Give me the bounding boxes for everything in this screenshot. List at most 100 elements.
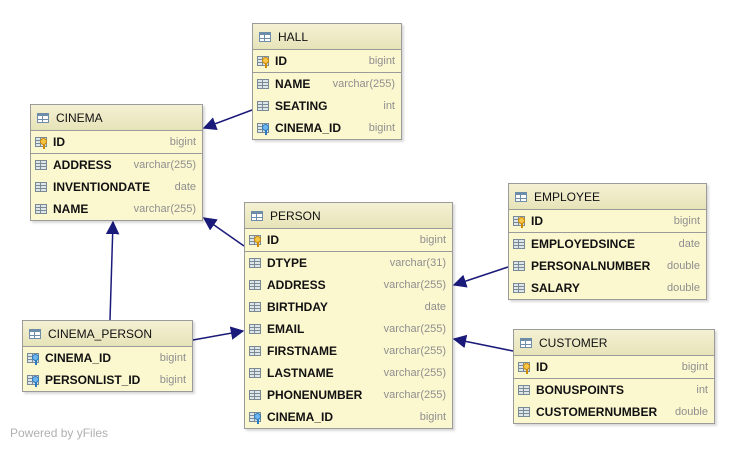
column-type: bigint: [368, 122, 395, 134]
table-grid-glyph: [520, 337, 532, 348]
table-icon: [37, 112, 51, 124]
column-icon: [518, 406, 532, 418]
column-grid-glyph: [249, 258, 261, 268]
column-icon: [249, 279, 263, 291]
column-icon: [35, 159, 49, 171]
entity-header: CINEMA: [31, 105, 202, 131]
key-glyph: [262, 124, 270, 135]
column-grid-glyph: [518, 385, 530, 395]
key-glyph: [32, 376, 40, 387]
table-grid-glyph: [37, 112, 49, 123]
column-name: CINEMA_ID: [275, 121, 342, 135]
column-name: PERSONALNUMBER: [531, 259, 651, 273]
column-type: varchar(255): [133, 159, 196, 171]
column-type: varchar(255): [383, 279, 446, 291]
primary-key-icon: [257, 55, 271, 68]
primary-key-icon: [249, 234, 263, 247]
column-type: varchar(255): [383, 389, 446, 401]
column-name: LASTNAME: [267, 366, 334, 380]
entity-title: PERSON: [270, 208, 321, 223]
column-grid-glyph: [513, 283, 525, 293]
column-name: FIRSTNAME: [267, 344, 337, 358]
column-type: double: [666, 282, 700, 294]
edge-person-to-cinema: [202, 217, 245, 247]
column-name: ID: [275, 54, 287, 68]
key-glyph: [518, 217, 526, 228]
foreign-key-icon: [27, 374, 41, 387]
column-grid-glyph: [513, 261, 525, 271]
entity-header: EMPLOYEE: [509, 184, 706, 210]
column-icon: [249, 367, 263, 379]
column-type: varchar(255): [383, 345, 446, 357]
column-name: PERSONLIST_ID: [45, 373, 141, 387]
column-name: ADDRESS: [53, 158, 112, 172]
column-name: INVENTIONDATE: [53, 180, 151, 194]
entity-title: CINEMA_PERSON: [48, 326, 153, 341]
column-row[interactable]: SALARY double: [509, 277, 706, 299]
column-row[interactable]: ADDRESS varchar(255): [31, 154, 202, 176]
column-row[interactable]: INVENTIONDATE date: [31, 176, 202, 198]
edge-customer-to-person: [452, 334, 514, 352]
column-type: date: [174, 181, 196, 193]
primary-key-icon: [35, 136, 49, 149]
column-type: bigint: [419, 411, 446, 423]
column-name: EMAIL: [267, 322, 305, 336]
edge-employee-to-person: [452, 266, 509, 288]
column-grid-glyph: [35, 204, 47, 214]
key-glyph: [32, 354, 40, 365]
column-type: date: [424, 301, 446, 313]
column-grid-glyph: [249, 280, 261, 290]
column-name: CINEMA_ID: [45, 351, 112, 365]
entity-header: HALL: [253, 24, 401, 50]
column-name: SALARY: [531, 281, 580, 295]
table-icon: [259, 31, 273, 43]
column-icon: [35, 203, 49, 215]
primary-key-icon: [513, 215, 527, 228]
column-type: double: [674, 406, 708, 418]
column-grid-glyph: [513, 239, 525, 249]
table-grid-glyph: [251, 210, 263, 221]
entity-header: CINEMA_PERSON: [23, 321, 192, 347]
column-icon: [513, 282, 527, 294]
edge-cinema-person-to-person: [192, 326, 245, 341]
column-type: bigint: [419, 234, 446, 246]
column-name: DTYPE: [267, 256, 308, 270]
column-row[interactable]: CINEMA_ID bigint: [253, 117, 401, 139]
column-type: int: [696, 384, 708, 396]
column-row[interactable]: FIRSTNAME varchar(255): [245, 340, 452, 362]
column-grid-glyph: [35, 182, 47, 192]
column-name: ID: [53, 135, 65, 149]
table-icon: [515, 191, 529, 203]
column-grid-glyph: [249, 390, 261, 400]
column-icon: [518, 384, 532, 396]
column-icon: [249, 301, 263, 313]
column-type: bigint: [673, 215, 700, 227]
